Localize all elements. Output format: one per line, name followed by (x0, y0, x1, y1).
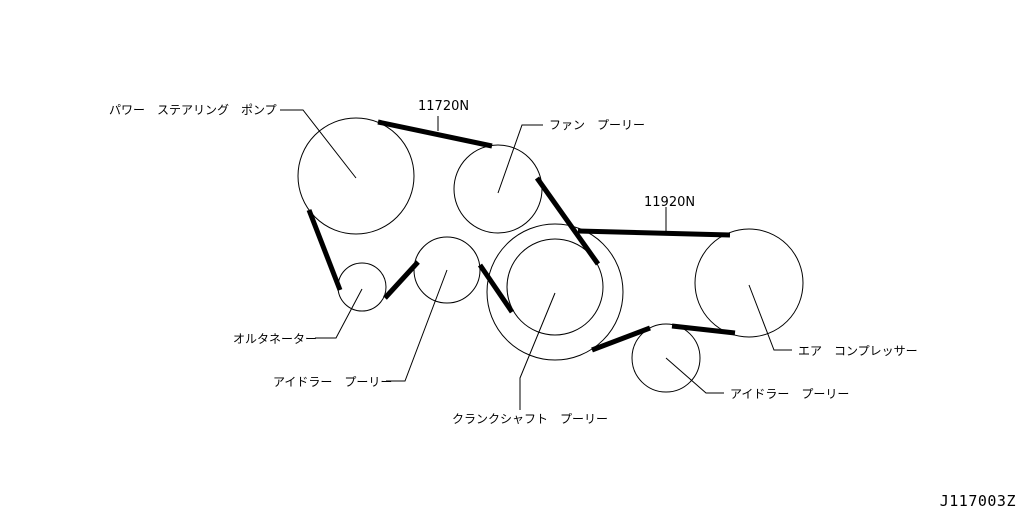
leader-crankshaft-pulley (519, 292, 556, 410)
leader-idler-pulley-left (386, 269, 448, 382)
fan-pulley (453, 144, 543, 234)
label-alternator: オルタネーター (233, 332, 317, 346)
label-power-steering-pump: パワー ステアリング ポンプ (109, 103, 277, 117)
alternator-pulley (337, 262, 387, 312)
belt-11720n (306, 119, 601, 314)
power-steering-pump-pulley (297, 117, 415, 235)
belt-segment-fan-to-crank (534, 176, 601, 266)
idler-pulley-right (631, 323, 701, 393)
label-idler-pulley-right: アイドラー プーリー (730, 387, 849, 401)
label-belt-11720n: 11720N (418, 99, 469, 114)
crankshaft-pulley-outer (486, 223, 624, 361)
belt-segment-ps-to-fan (377, 119, 493, 149)
belt-segment-crank-to-compressor-top (577, 228, 731, 238)
belt-segment-ps-to-alternator (306, 209, 343, 291)
belt-segment-idler-to-crank (477, 263, 515, 314)
label-idler-pulley-left: アイドラー プーリー (273, 375, 392, 389)
belt-segment-idler-to-compressor-bottom (671, 323, 736, 336)
leader-fan-pulley (497, 124, 543, 194)
leader-power-steering-pump (280, 109, 357, 179)
belt-segment-alternator-to-idler (383, 260, 420, 300)
leader-air-compressor (748, 284, 792, 351)
label-air-compressor: エア コンプレッサー (798, 344, 918, 358)
idler-pulley-left (413, 236, 481, 304)
reference-code: J117003Z (940, 492, 1016, 510)
crankshaft-pulley-inner (506, 238, 604, 336)
leader-alternator (315, 288, 363, 339)
air-compressor-pulley (694, 228, 804, 338)
belt-segment-crank-to-idler-right (591, 325, 651, 353)
label-fan-pulley: ファン プーリー (549, 118, 645, 132)
leader-idler-pulley-right (665, 357, 724, 394)
label-belt-11920n: 11920N (644, 195, 695, 210)
belt-11920n (577, 228, 736, 353)
leader-lines (280, 109, 792, 410)
label-crankshaft-pulley: クランクシャフト プーリー (452, 412, 608, 426)
